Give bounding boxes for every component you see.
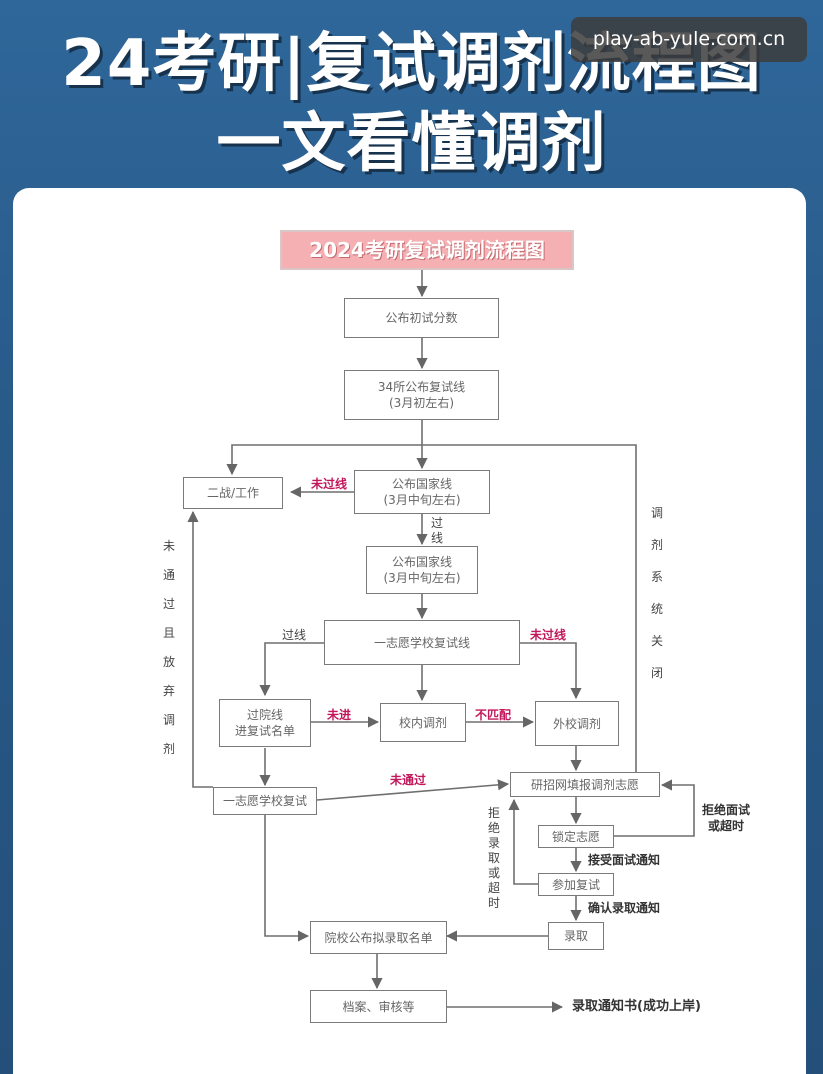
node-internal-adjust-text: 校内调剂 — [398, 715, 447, 730]
edge-pass-to-pass-list — [259, 642, 324, 697]
node-publish-score-text: 公布初试分数 — [385, 311, 458, 325]
label-mismatch: 不匹配 — [475, 708, 512, 722]
label-fail-line-1: 未过线 — [311, 477, 348, 491]
node-lock-choice-text: 锁定志愿 — [551, 829, 600, 844]
label-reject-interview: 拒绝面试或超时 — [700, 802, 752, 834]
edge-abandon-to-second-try — [187, 510, 213, 788]
node-admission-list: 院校公布拟录取名单 — [310, 921, 447, 954]
node-34-school-line: 34所公布复试线 (3月初左右) — [344, 370, 499, 420]
node-second-try-work-text: 二战/工作 — [206, 486, 260, 500]
node-34-school-line-text: 34所公布复试线 — [377, 380, 466, 394]
label-pass-line: 过线 — [282, 628, 307, 642]
node-first-choice-line: 一志愿学校复试线 — [324, 620, 520, 665]
diagram-title: 2024考研复试调剂流程图 — [280, 230, 574, 270]
label-system-closed-vertical: 调剂系统关闭 — [650, 506, 663, 680]
label-confirm-admission: 确认录取通知 — [588, 901, 661, 915]
node-national-line-2-text: 公布国家线 — [391, 555, 452, 569]
label-not-in: 未进 — [327, 708, 352, 722]
node-national-line-text: 公布国家线 — [391, 477, 452, 491]
node-admitted-text: 录取 — [563, 929, 588, 943]
node-external-adjust: 外校调剂 — [535, 701, 619, 746]
node-first-choice-retest-text: 一志愿学校复试 — [222, 794, 307, 808]
edge-retest-not-pass-to-system — [316, 779, 510, 801]
edge-reject-interview-loop — [614, 779, 695, 837]
watermark-url: play-ab-yule.com.cn — [571, 17, 807, 62]
node-publish-score: 公布初试分数 — [344, 298, 499, 338]
label-reject-interview-text: 拒绝面试或超时 — [701, 803, 750, 833]
edge-retest-to-list — [264, 815, 310, 942]
node-attend-retest-text: 参加复试 — [551, 877, 600, 892]
label-final-result: 录取通知书(成功上岸) — [572, 999, 701, 1014]
label-not-pass: 未通过 — [390, 773, 427, 787]
node-attend-retest: 参加复试 — [538, 873, 614, 896]
label-fail-line-2: 未过线 — [530, 628, 567, 642]
node-national-line: 公布国家线 (3月中旬左右) — [354, 470, 490, 514]
node-second-try-work: 二战/工作 — [183, 477, 283, 509]
node-national-line-2-subtext: (3月中旬左右) — [383, 571, 461, 585]
edge-branch-to-second-try — [226, 444, 422, 476]
node-admitted: 录取 — [548, 922, 604, 950]
node-system-fill-text: 研招网填报调剂志愿 — [530, 777, 639, 792]
label-refuse-admission-vertical: 拒绝录取或超时 — [487, 806, 500, 910]
edge-fail-to-external — [520, 642, 582, 700]
node-national-line-subtext: (3月中旬左右) — [383, 493, 461, 507]
node-system-fill: 研招网填报调剂志愿 — [510, 772, 660, 797]
node-archive-review-text: 档案、审核等 — [342, 999, 415, 1014]
node-lock-choice: 锁定志愿 — [538, 825, 614, 848]
node-pass-retest-list: 过院线 进复试名单 — [219, 699, 311, 747]
node-archive-review: 档案、审核等 — [310, 990, 447, 1023]
edge-refuse-admission-loop — [508, 798, 538, 885]
node-pass-retest-list-text: 过院线 — [246, 708, 283, 722]
node-external-adjust-text: 外校调剂 — [552, 716, 601, 731]
label-failed-abandon-vertical: 未通过且放弃调剂 — [162, 539, 175, 756]
node-pass-retest-list-subtext: 进复试名单 — [234, 724, 295, 738]
page-title-line-2: 一文看懂调剂 — [216, 107, 607, 181]
label-pass-line-vertical: 过线 — [430, 516, 443, 545]
node-internal-adjust: 校内调剂 — [380, 703, 466, 742]
node-first-choice-line-text: 一志愿学校复试线 — [373, 635, 470, 650]
node-admission-list-text: 院校公布拟录取名单 — [324, 930, 433, 945]
node-national-line-2: 公布国家线 (3月中旬左右) — [366, 546, 478, 594]
node-34-school-line-subtext: (3月初左右) — [389, 396, 454, 410]
edge-system-closed — [422, 444, 637, 772]
label-accept-interview: 接受面试通知 — [588, 853, 661, 867]
node-first-choice-retest: 一志愿学校复试 — [213, 787, 317, 815]
